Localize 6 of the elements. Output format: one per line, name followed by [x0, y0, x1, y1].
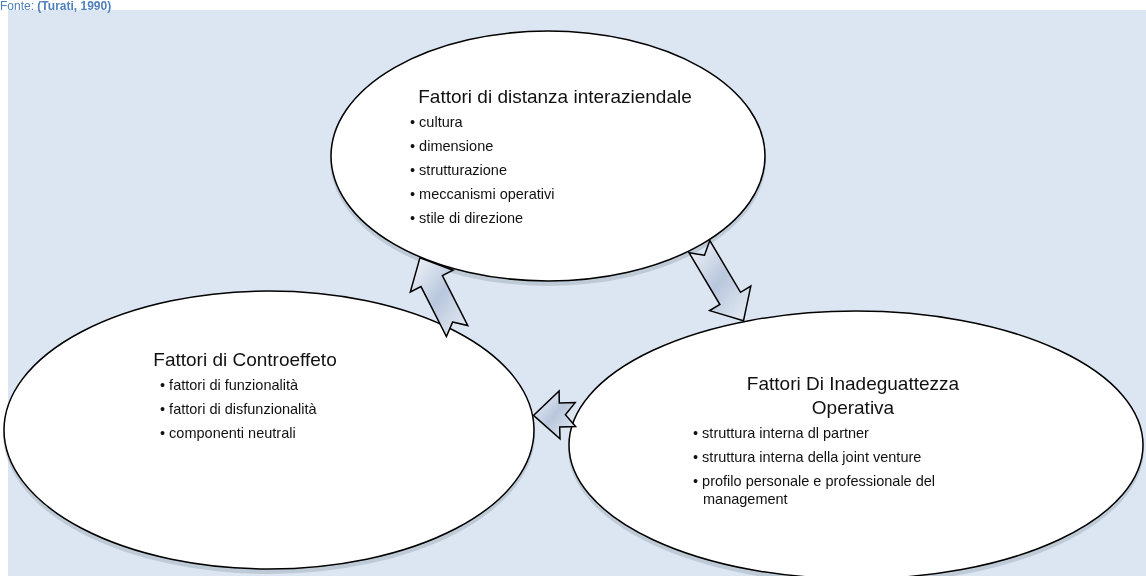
- source-note: Fonte: (Turati, 1990): [0, 0, 112, 12]
- block-arrow: [532, 389, 578, 441]
- bullet-item: • struttura interna dl partner: [693, 424, 870, 442]
- bullet-item: • profilo personale e professionale del management: [693, 472, 937, 508]
- node-heading: Fattori Di Inadeguattezza Operativa: [745, 372, 961, 420]
- bullet-item: • struttura interna della joint venture: [693, 448, 923, 466]
